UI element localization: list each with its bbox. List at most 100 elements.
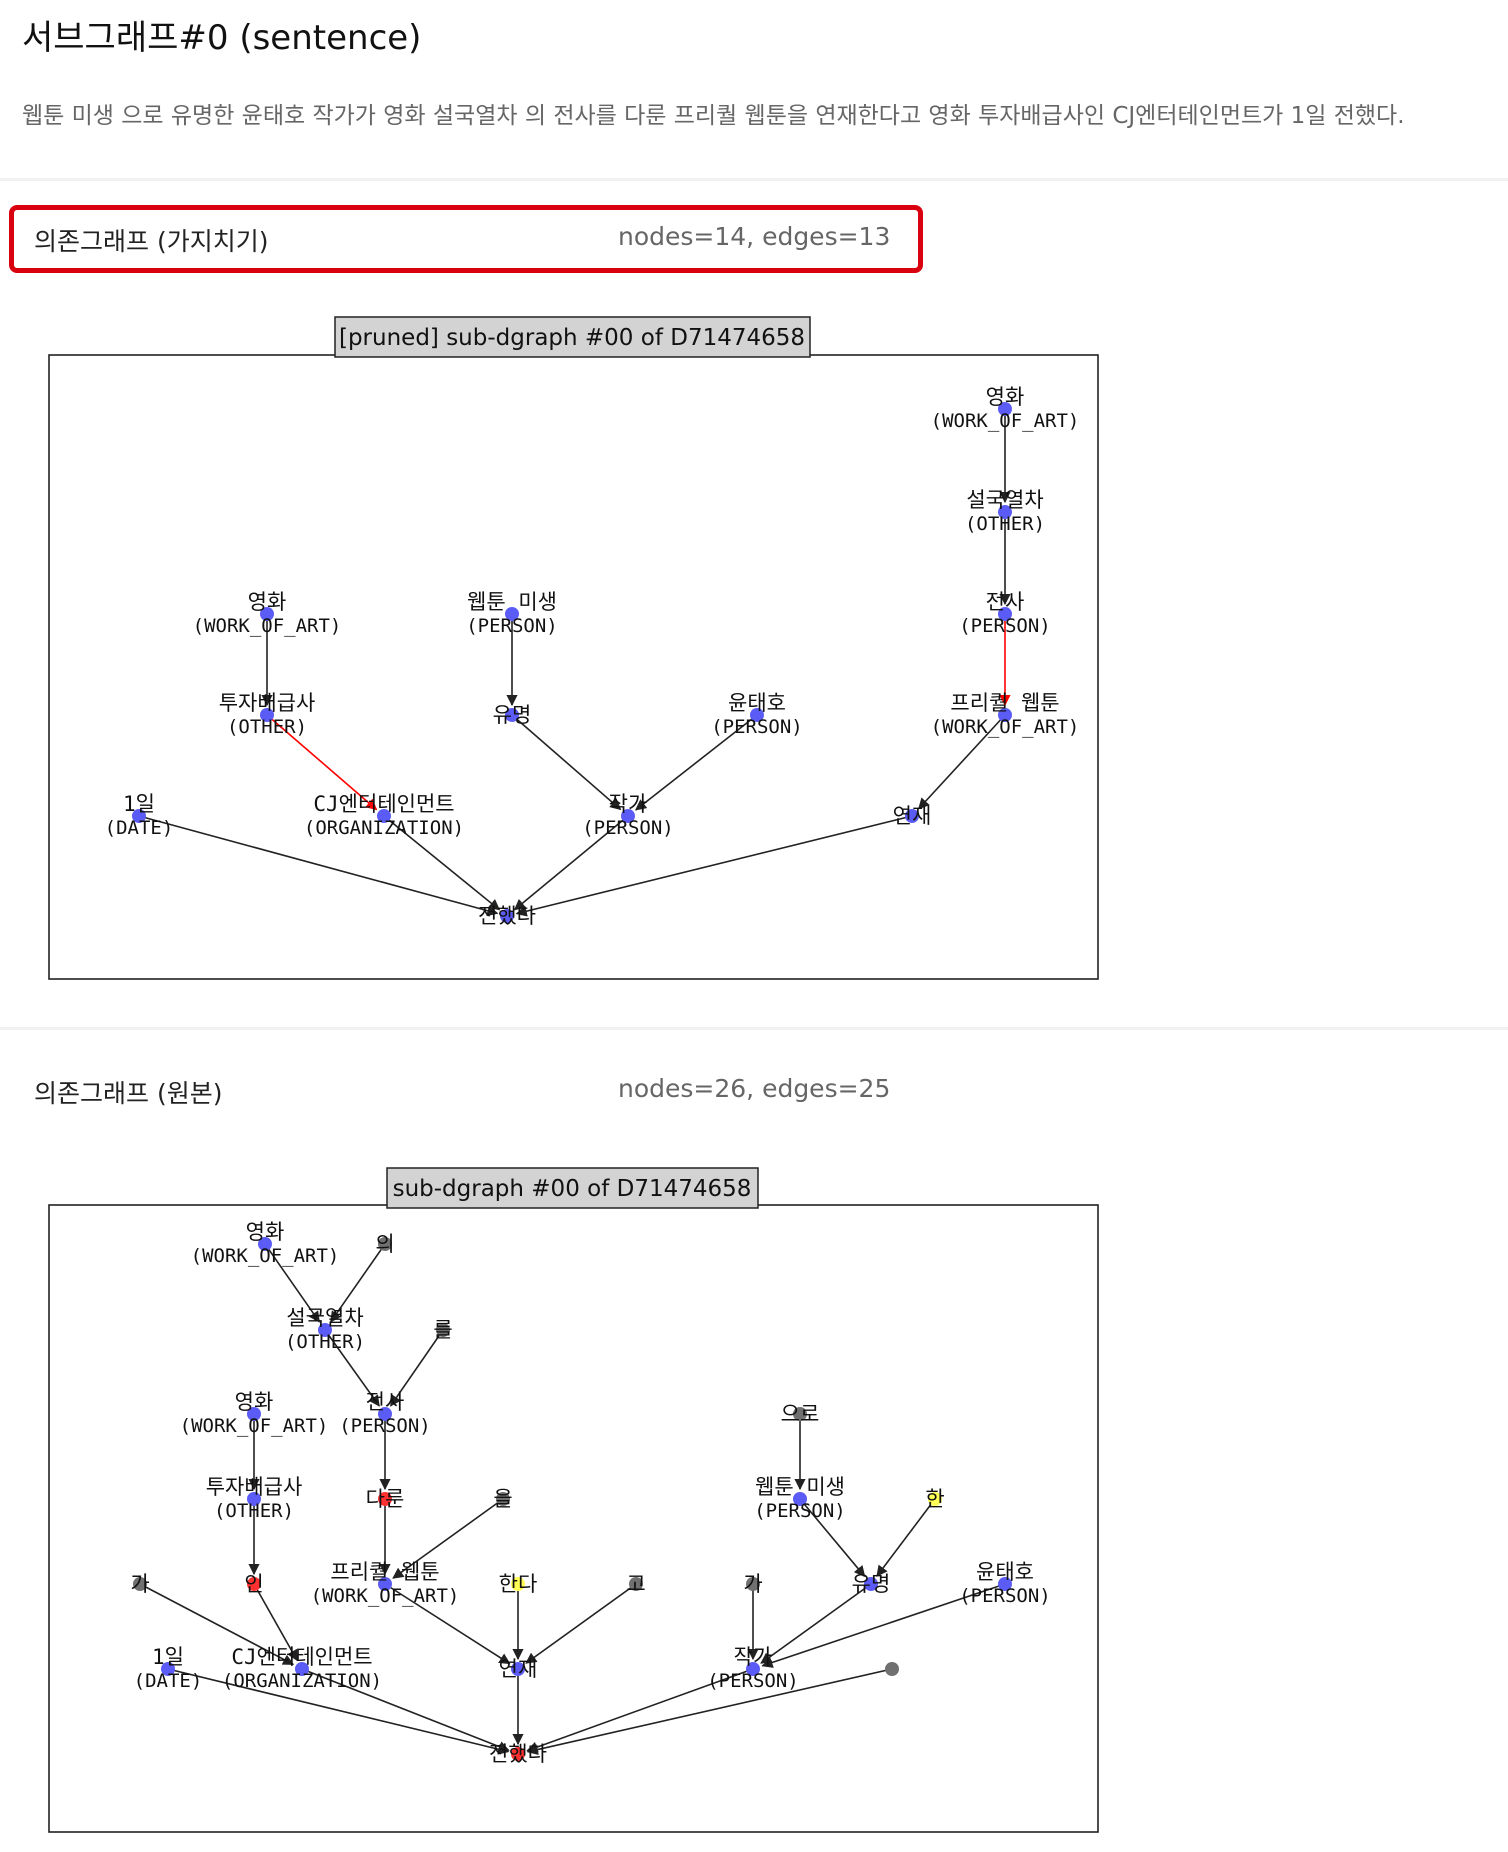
original-dependency-graph: sub-dgraph #00 of D71474658 영화(WORK_OF_A… (48, 1167, 1099, 1833)
node-label: 영화 (986, 385, 1025, 409)
graph-node[interactable]: 전했다 (489, 1742, 547, 1766)
edge-n12-n14 (513, 815, 629, 911)
graph-node[interactable]: 전했다 (478, 904, 536, 928)
node-type-label: (PERSON) (466, 615, 558, 637)
node-label: 인 (244, 1572, 263, 1596)
node-label: 다룬 (366, 1487, 405, 1511)
edge-n11-n14 (383, 815, 501, 911)
divider (0, 1027, 1508, 1030)
node-dot (746, 1577, 760, 1591)
graph-node[interactable]: 다룬 (366, 1487, 405, 1511)
graph-node[interactable]: 윤태호(PERSON) (711, 691, 803, 738)
graph-node[interactable]: 영화(WORK_OF_ART) (193, 590, 342, 637)
graph-node[interactable]: 유명 (493, 703, 532, 727)
node-type-label: (PERSON) (711, 716, 803, 738)
original-graph-header[interactable]: 의존그래프 (원본) nodes=26, edges=25 (14, 1062, 918, 1120)
graph-node[interactable]: 영화(WORK_OF_ART) (180, 1390, 329, 1437)
node-dot (505, 708, 519, 722)
graph-node[interactable]: 인 (244, 1572, 263, 1596)
graph-node[interactable]: CJ엔터테인먼트(ORGANIZATION) (304, 792, 464, 839)
graph-node[interactable]: 웹툰 미생(PERSON) (754, 1475, 846, 1522)
graph-node[interactable]: 가 (743, 1572, 762, 1596)
graph-node[interactable]: 가 (130, 1572, 149, 1596)
graph-node[interactable]: 고 (626, 1572, 645, 1596)
node-dot (629, 1577, 643, 1591)
node-label: CJ엔터테인먼트 (313, 792, 454, 816)
graph-node[interactable]: 1일(DATE) (134, 1645, 203, 1692)
edge-m2-m3 (330, 1243, 386, 1323)
node-type-label: (PERSON) (339, 1415, 431, 1437)
node-type-label: (OTHER) (285, 1331, 365, 1353)
graph-node[interactable]: 작가(PERSON) (582, 792, 674, 839)
graph-node[interactable]: 을 (493, 1487, 512, 1511)
graph-node[interactable]: CJ엔터테인먼트(ORGANIZATION) (222, 1645, 382, 1692)
graph-node[interactable]: 유명 (852, 1572, 891, 1596)
node-type-label: (PERSON) (582, 817, 674, 839)
graph-node[interactable]: 영화(WORK_OF_ART) (191, 1220, 340, 1267)
node-label: 작가 (609, 792, 648, 816)
graph-node[interactable]: 한 (925, 1487, 944, 1511)
graph-node[interactable]: 연재 (499, 1657, 538, 1681)
node-dot (750, 708, 764, 722)
edge-m9-m15 (392, 1498, 504, 1579)
graph-node[interactable]: 를 (433, 1318, 452, 1342)
node-type-label: (WORK_OF_ART) (931, 410, 1080, 432)
node-dot (247, 1407, 261, 1421)
node-dot (295, 1662, 309, 1676)
node-dot (378, 1577, 392, 1591)
node-label: 영화 (246, 1220, 285, 1244)
graph-node[interactable]: 연재 (893, 804, 932, 828)
node-type-label: (WORK_OF_ART) (311, 1585, 460, 1607)
graph-title-box (334, 316, 811, 358)
graph-title-box (386, 1167, 759, 1209)
graph-node[interactable]: 설국열차(OTHER) (285, 1306, 365, 1353)
node-dot (378, 1407, 392, 1421)
graph-node[interactable]: 웹툰 미생(PERSON) (466, 590, 558, 637)
graph-node[interactable]: 투자배급사(OTHER) (206, 1475, 303, 1522)
graph-node[interactable]: 프리퀄 웹툰(WORK_OF_ART) (931, 691, 1080, 738)
edge-n9-n12 (634, 714, 758, 811)
node-dot (258, 1237, 272, 1251)
pruned-dependency-graph: [pruned] sub-dgraph #00 of D71474658 영화(… (48, 316, 1099, 980)
graph-node[interactable]: 의 (375, 1232, 394, 1256)
graph-node[interactable]: 1일(DATE) (105, 792, 174, 839)
node-label: 연재 (499, 1657, 538, 1681)
node-label: 가 (130, 1572, 149, 1596)
graph-node[interactable]: 으로 (781, 1402, 820, 1426)
graph-frame (48, 354, 1099, 980)
node-dot (793, 1492, 807, 1506)
node-label: 영화 (235, 1390, 274, 1414)
node-label: 연재 (893, 804, 932, 828)
node-label: 웹툰 미생 (467, 590, 557, 614)
node-label: 영화 (248, 590, 287, 614)
node-type-label: (OTHER) (214, 1500, 294, 1522)
graph-node[interactable]: 설국열차(OTHER) (965, 488, 1045, 535)
graph-node[interactable]: 영화(WORK_OF_ART) (931, 385, 1080, 432)
divider (0, 178, 1508, 181)
graph-node[interactable]: 전사(PERSON) (339, 1390, 431, 1437)
node-dot (621, 809, 635, 823)
graph-node[interactable]: 투자배급사(OTHER) (219, 691, 316, 738)
graph-node[interactable] (885, 1662, 899, 1676)
graph-node[interactable]: 윤태호(PERSON) (959, 1560, 1051, 1607)
graph-node[interactable]: 전사(PERSON) (959, 590, 1051, 637)
graph-node[interactable]: 프리퀄 웹툰(WORK_OF_ART) (311, 1560, 460, 1607)
pruned-graph-stats: nodes=14, edges=13 (618, 222, 891, 251)
node-type-label: (ORGANIZATION) (304, 817, 464, 839)
node-label: 을 (493, 1487, 512, 1511)
node-dot (260, 607, 274, 621)
edge-m24-m26 (526, 1668, 754, 1753)
edge-m25-m26 (526, 1668, 893, 1756)
node-dot (496, 1492, 510, 1506)
node-dot (436, 1323, 450, 1337)
graph-node[interactable]: 한다 (499, 1572, 538, 1596)
edge-m22-m26 (301, 1668, 510, 1752)
node-label: 설국열차 (286, 1306, 363, 1330)
node-label: CJ엔터테인먼트 (231, 1645, 372, 1669)
node-type-label: (WORK_OF_ART) (193, 615, 342, 637)
pruned-graph-header[interactable]: 의존그래프 (가지치기) nodes=14, edges=13 (9, 205, 923, 273)
node-dot (885, 1662, 899, 1676)
node-label: 고 (626, 1572, 645, 1596)
graph-node[interactable]: 작가(PERSON) (707, 1645, 799, 1692)
node-type-label: (WORK_OF_ART) (931, 716, 1080, 738)
